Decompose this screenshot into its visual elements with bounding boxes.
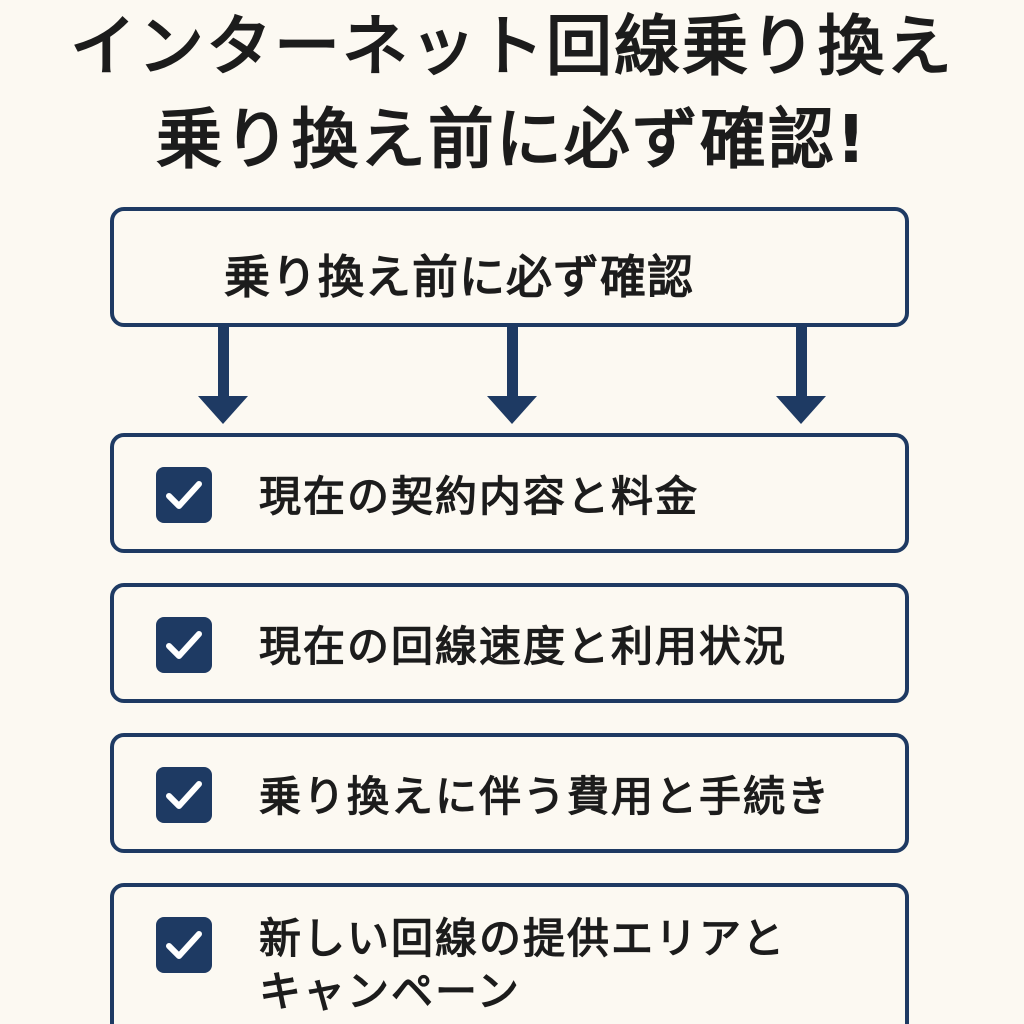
- checklist-item-label-line: 乗り換えに伴う費用と手続き: [259, 772, 832, 821]
- checklist-item: 新しい回線の提供エリアと キャンペーン: [110, 883, 909, 1024]
- checklist-item-label: 乗り換えに伴う費用と手続き: [259, 772, 831, 822]
- checklist-item-label: 新しい回線の提供エリアと キャンペーン: [259, 913, 786, 1018]
- page-title-line-1: インターネット回線乗り換え: [70, 8, 954, 85]
- arrow-down-icon: [487, 326, 537, 424]
- checkbox-checked-icon: [156, 467, 212, 523]
- header-box-label: 乗り換え前に必ず確認: [224, 250, 694, 304]
- checklist-item-label-line: 現在の契約内容と料金: [259, 472, 700, 521]
- checklist-item-label-line: 新しい回線の提供エリアと: [259, 914, 787, 963]
- page-title-line-2: 乗り換え前に必ず確認!: [155, 101, 869, 178]
- checklist-item-label-line: キャンペーン: [259, 966, 521, 1016]
- checklist-item-label-line: 現在の回線速度と利用状況: [259, 622, 788, 671]
- checklist-item: 乗り換えに伴う費用と手続き: [110, 733, 909, 853]
- checklist-item: 現在の回線速度と利用状況: [110, 583, 909, 703]
- checklist-item-label: 現在の契約内容と料金: [259, 472, 699, 522]
- checkbox-checked-icon: [156, 617, 212, 673]
- checkbox-checked-icon: [156, 917, 212, 973]
- arrow-down-icon: [198, 326, 248, 424]
- header-box: 乗り換え前に必ず確認: [110, 207, 909, 327]
- checklist-item: 現在の契約内容と料金: [110, 433, 909, 553]
- arrow-down-icon: [776, 326, 826, 424]
- checkbox-checked-icon: [156, 767, 212, 823]
- checklist-item-label: 現在の回線速度と利用状況: [259, 622, 787, 672]
- connector-arrows: [198, 326, 826, 424]
